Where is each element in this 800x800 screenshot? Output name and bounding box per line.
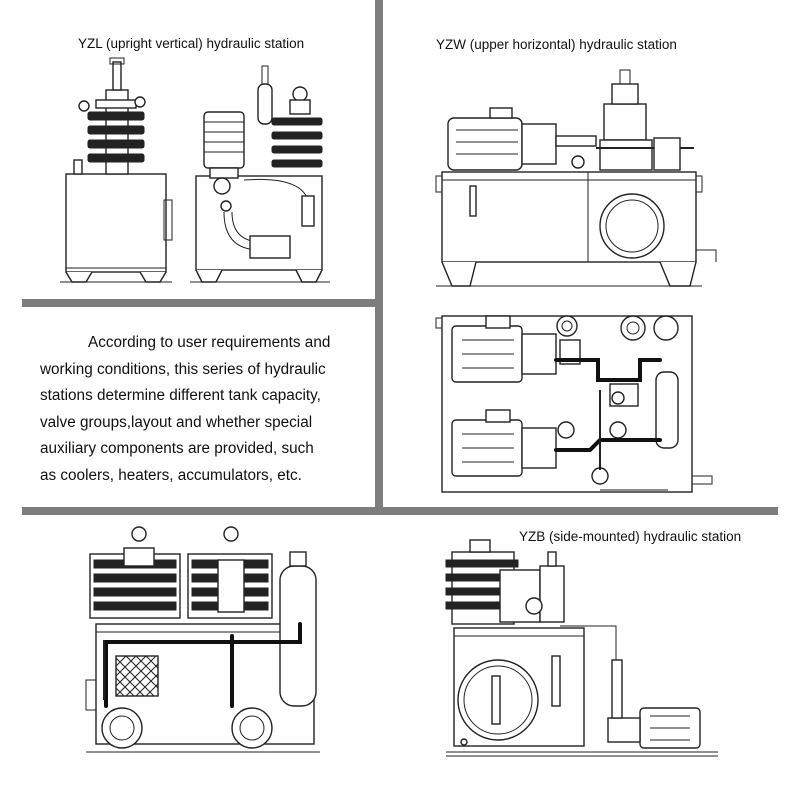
vertical-divider <box>375 0 383 510</box>
description-line-6: as coolers, heaters, accumulators, etc. <box>40 466 302 484</box>
yzb-station <box>445 539 718 757</box>
description-line-5: auxiliary components are provided, such <box>40 440 314 457</box>
yzw-front-view <box>435 69 717 287</box>
caption-yzw: YZW (upper horizontal) hydraulic station <box>436 37 677 52</box>
yzl-side-view <box>190 65 330 283</box>
bottom-left-station <box>85 526 320 753</box>
description-text: According to user requirements and worki… <box>40 330 370 489</box>
caption-yzb: YZB (side-mounted) hydraulic station <box>519 529 742 544</box>
horizontal-divider-middle <box>22 507 778 515</box>
yzl-front-view <box>60 57 173 283</box>
description-line-1: According to user requirements and <box>88 334 331 351</box>
description-line-2: working conditions, this series of hydra… <box>40 360 326 378</box>
caption-yzl: YZL (upright vertical) hydraulic station <box>78 36 305 51</box>
description-line-4: valve groups,layout and whether special <box>40 413 313 431</box>
yzw-top-view <box>435 315 713 493</box>
description-line-3: stations determine different tank capaci… <box>40 387 321 404</box>
horizontal-divider-top <box>22 299 378 307</box>
